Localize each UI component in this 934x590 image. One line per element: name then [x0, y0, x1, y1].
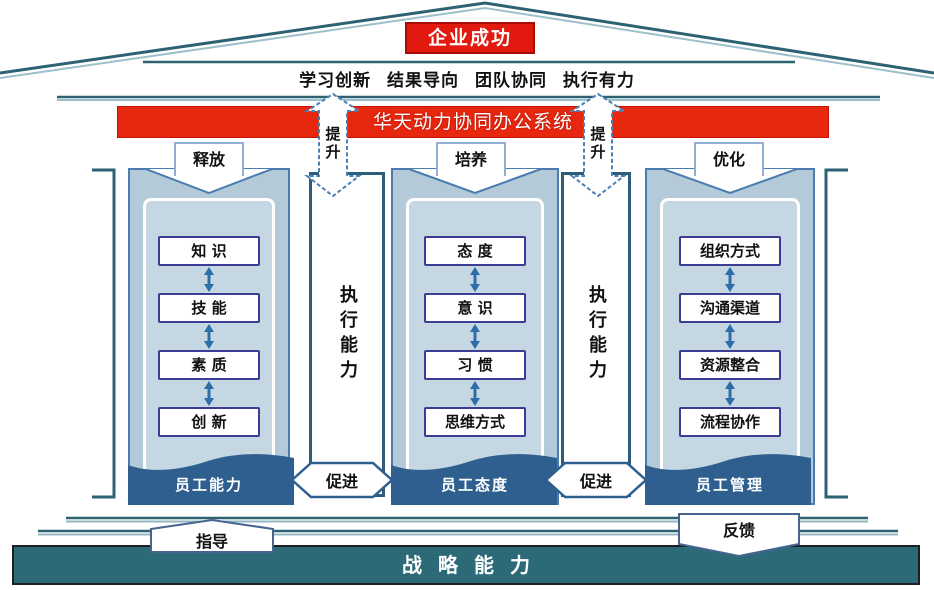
- pillar-employee-ability: 知 识 技 能 素 质 创 新 员工能力: [128, 168, 294, 505]
- roof-line: [0, 1, 934, 75]
- item-resource: 资源整合: [679, 350, 781, 380]
- item-attitude: 态 度: [424, 236, 526, 266]
- execution-column-right: 执行能力: [561, 172, 631, 497]
- promote-arrow-left: 促进: [290, 460, 394, 500]
- updown-arrow-icon: [470, 267, 480, 292]
- lift-arrow-right: 提升: [569, 92, 627, 198]
- lift-label: 提升: [323, 125, 342, 162]
- item-habit: 习 惯: [424, 350, 526, 380]
- strategy-label: 战略能力: [402, 553, 546, 577]
- success-title: 企业成功: [427, 27, 512, 49]
- pillar-employee-management: 组织方式 沟通渠道 资源整合 流程协作 员工管理: [645, 168, 815, 505]
- up-point-tag-shape: [150, 518, 274, 553]
- double-vertical-arrow-icon: [304, 92, 362, 198]
- updown-arrow-icon: [204, 324, 214, 349]
- item-process: 流程协作: [679, 407, 781, 437]
- execution-label: 执行能力: [337, 284, 358, 385]
- pillar-3-base-wave: [645, 454, 811, 505]
- item-innovation: 创 新: [158, 407, 260, 437]
- item-awareness: 意 识: [424, 293, 526, 323]
- double-horizontal-arrow-icon: [290, 461, 394, 499]
- execution-label: 执行能力: [586, 284, 607, 385]
- double-horizontal-arrow-icon: [544, 461, 648, 499]
- execution-column-left: 执行能力: [309, 172, 385, 497]
- item-knowledge: 知 识: [158, 236, 260, 266]
- pillar-employee-attitude: 态 度 意 识 习 惯 思维方式 员工态度: [391, 168, 559, 505]
- pillar-1-base-label: 员工能力: [174, 476, 243, 494]
- updown-arrow-icon: [725, 267, 735, 292]
- tab-optimize: 优化: [694, 142, 764, 176]
- values-slogan: 学习创新 结果导向 团队协同 执行有力: [299, 71, 635, 91]
- pillar-1-base-wave: [128, 454, 294, 505]
- updown-arrow-icon: [470, 381, 480, 406]
- success-title-box: 企业成功: [405, 22, 535, 54]
- down-point-tag-shape: [678, 513, 800, 558]
- updown-arrow-icon: [725, 381, 735, 406]
- system-banner: 华天动力协同办公系统: [117, 106, 829, 138]
- updown-arrow-icon: [470, 324, 480, 349]
- item-organization: 组织方式: [679, 236, 781, 266]
- updown-arrow-icon: [725, 324, 735, 349]
- item-quality: 素 质: [158, 350, 260, 380]
- updown-arrow-icon: [204, 267, 214, 292]
- pillar-3-base-label: 员工管理: [695, 476, 764, 494]
- item-communication: 沟通渠道: [679, 293, 781, 323]
- guide-tag: 指导: [150, 518, 274, 554]
- lift-arrow-left: 提升: [304, 92, 362, 198]
- tab-release: 释放: [174, 142, 244, 176]
- feedback-tag: 反馈: [678, 512, 800, 558]
- promote-arrow-right: 促进: [544, 460, 648, 500]
- system-banner-text: 华天动力协同办公系统: [372, 111, 573, 133]
- guide-label: 指导: [195, 531, 228, 551]
- item-skill: 技 能: [158, 293, 260, 323]
- right-wall-bracket: [824, 168, 848, 499]
- pillar-2-base-wave: [391, 454, 557, 505]
- double-vertical-arrow-icon: [569, 92, 627, 198]
- promote-label: 促进: [579, 472, 612, 491]
- roof-inner-line: [0, 6, 934, 79]
- pillar-2-base-label: 员工态度: [440, 476, 509, 494]
- item-mindset: 思维方式: [424, 407, 526, 437]
- lift-label: 提升: [588, 125, 607, 162]
- promote-label: 促进: [325, 472, 358, 491]
- updown-arrow-icon: [204, 381, 214, 406]
- feedback-label: 反馈: [722, 521, 755, 540]
- left-wall-bracket: [92, 168, 116, 499]
- tab-cultivate: 培养: [436, 142, 506, 176]
